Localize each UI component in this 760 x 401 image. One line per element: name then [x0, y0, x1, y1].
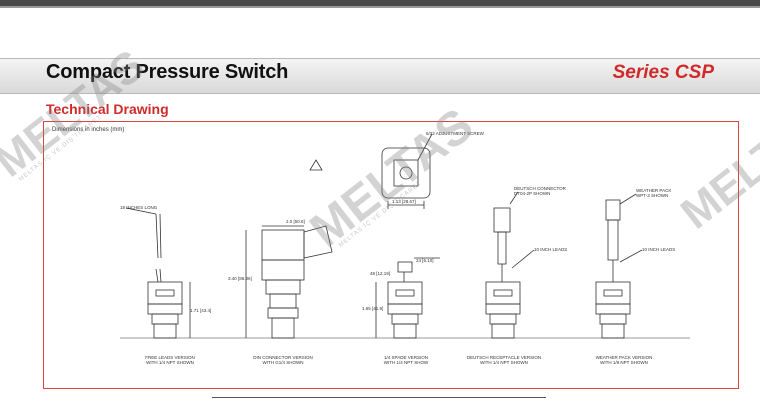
callout-leads-long: 18 INCHES LONG	[120, 205, 158, 210]
dim-din-width: 2.0 [50.8]	[286, 219, 305, 224]
series-label: Series CSP	[612, 62, 714, 83]
top-strip	[0, 0, 760, 6]
dim-din-height: 3.40 [86.36]	[228, 276, 252, 281]
spade-drawing	[375, 257, 440, 339]
callout-weather-pack: WEATHER PACK WPT-3 SHOWN	[636, 188, 672, 198]
version-label-spade: 1/4 SPADE VERSION WITH 1/4 NPT SHOW	[383, 355, 429, 365]
dimensions-note: Dimensions in inches (mm)	[52, 127, 125, 133]
din-connector-drawing	[245, 225, 333, 339]
dim-free-height: 1.71 [43.4]	[190, 308, 212, 313]
version-label-weather-pack: WEATHER PACK VERSION WITH 1/8 NPT SHOWN	[595, 355, 653, 365]
section-heading: Technical Drawing	[46, 101, 169, 117]
bottom-table-edge	[212, 397, 546, 401]
drawing-frame	[43, 121, 739, 389]
version-label-free-leads: FREE LEADS VERSION WITH 1/4 NPT SHOWN	[145, 355, 195, 365]
deutsch-drawing	[485, 191, 535, 339]
dim-top-width: 1.13 [28.67]	[392, 199, 416, 204]
dim-spade-side: 48 [12.19]	[370, 271, 391, 276]
page-title: Compact Pressure Switch	[46, 61, 289, 83]
version-label-din: DIN CONNECTOR VERSION WITH G1/4 SHOWN	[253, 355, 313, 365]
version-label-deutsch: DEUTSCH RECEPTACLE VERSION WITH 1/4 NPT …	[466, 355, 542, 365]
top-strip-line	[0, 6, 760, 8]
callout-deutsch-connector: DEUTSCH CONNECTOR DT04-2P SHOWN	[514, 186, 566, 196]
callout-leads-weather: 10 INCH LEADS	[642, 247, 676, 252]
title-banner	[0, 58, 760, 94]
dim-spade-height: 1.65 [41.9]	[362, 306, 384, 311]
top-view	[381, 133, 433, 209]
weather-pack-drawing	[595, 193, 643, 339]
callout-adjustment-screw: 5/32 ADJUSTMENT SCREW	[426, 131, 484, 136]
callout-leads-deutsch: 10 INCH LEADS	[534, 247, 568, 252]
dim-spade-top: 24 [6.10]	[416, 258, 434, 263]
warning-triangle-icon	[309, 159, 323, 171]
free-leads-drawing	[125, 207, 191, 339]
